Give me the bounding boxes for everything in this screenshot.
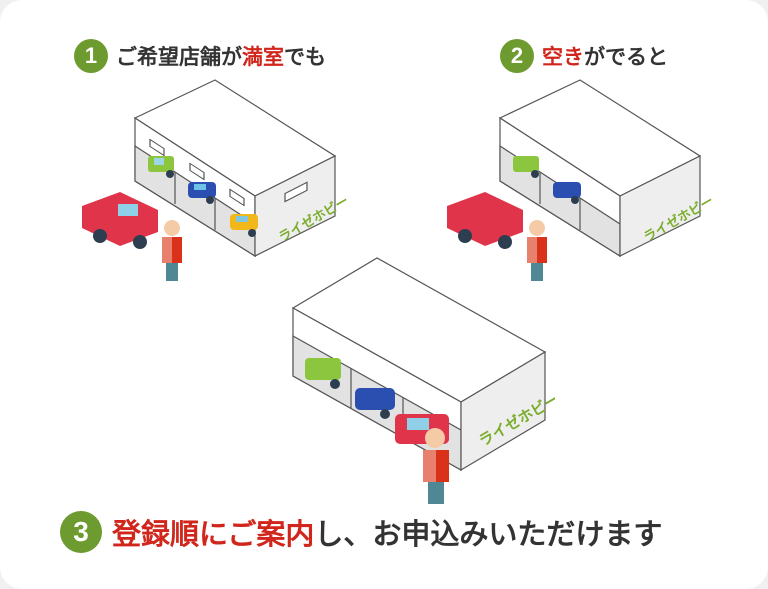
red-pickup-icon (82, 192, 158, 249)
step-3-heading: 3 登録順にご案内 し、お申込みいただけます (60, 511, 662, 553)
step-2-badge: 2 (500, 39, 534, 73)
person-icon (423, 428, 449, 504)
garage-assigned-illustration: ライゼホビー (291, 257, 555, 504)
step-2-highlight: 空き (542, 45, 584, 69)
person-icon (527, 220, 547, 281)
step-1-highlight: 満室 (242, 45, 284, 69)
step-1-text-b: でも (284, 45, 326, 69)
step-3-highlight: 登録順にご案内 (112, 517, 315, 551)
green-truck-icon (513, 156, 539, 178)
green-truck-icon (305, 358, 341, 389)
yellow-suv-icon (230, 214, 258, 237)
blue-car-icon (188, 182, 216, 204)
blue-car-icon (355, 388, 395, 419)
step-2-heading: 2 空き がでると (500, 39, 668, 73)
step-3-text: し、お申込みいただけます (314, 517, 663, 551)
blue-car-icon (553, 182, 581, 204)
garage-full-illustration: ライゼホビー (82, 79, 350, 281)
step-2-text: がでると (584, 45, 668, 69)
step-3-badge: 3 (60, 511, 102, 553)
garage-vacant-illustration: ライゼホビー (447, 79, 715, 281)
person-icon (162, 220, 182, 281)
step-1-badge: 1 (74, 39, 108, 73)
red-pickup-icon (447, 192, 523, 249)
step-1-heading: 1 ご希望店舗が 満室 でも (74, 39, 326, 73)
step-1-text-a: ご希望店舗が (116, 45, 242, 69)
green-truck-icon (148, 156, 174, 178)
